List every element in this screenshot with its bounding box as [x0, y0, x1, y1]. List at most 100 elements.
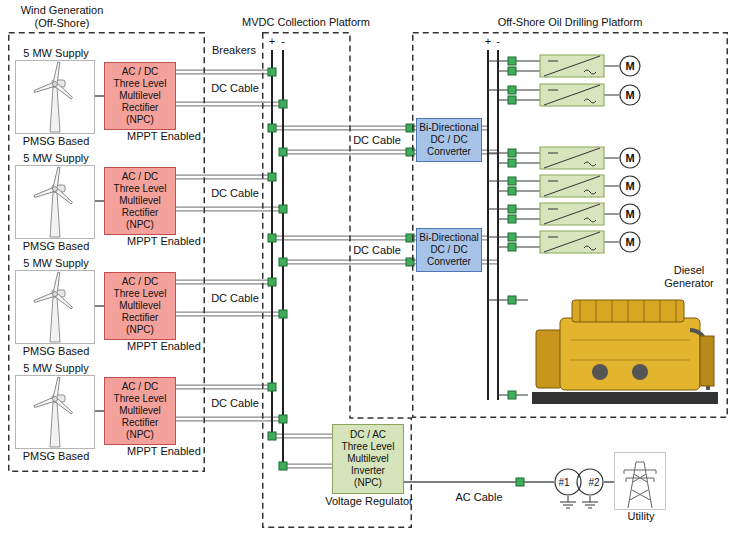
polarity-label: + — [266, 35, 278, 48]
cable-label: AC Cable — [453, 491, 504, 504]
motor-circle: M — [619, 147, 641, 169]
generator-type-label: PMSG Based — [10, 345, 102, 358]
breaker — [268, 383, 276, 391]
feature-label: MPPT Enabled — [127, 130, 201, 143]
breaker — [268, 278, 276, 286]
breaker — [268, 57, 516, 470]
connector-line — [404, 481, 554, 483]
converter-text: AC / DC Three Level Multilevel Rectifier… — [110, 381, 170, 441]
converter-text: AC / DC Three Level Multilevel Rectifier… — [110, 276, 170, 336]
polarity-label: + — [482, 35, 494, 48]
diesel-generator-illustration — [532, 300, 718, 404]
breaker — [508, 205, 516, 213]
diesel-generator-illustration — [532, 392, 718, 404]
converter-text: AC / DC Three Level Multilevel Rectifier… — [110, 171, 170, 231]
cable-label: DC Cable — [350, 244, 404, 257]
diesel-generator-illustration — [632, 364, 648, 380]
feature-label: MPPT Enabled — [127, 235, 201, 248]
diesel-generator-illustration — [572, 300, 684, 322]
cable-pair — [176, 72, 498, 466]
motor-circle: M — [619, 175, 641, 197]
rectifier-box: AC / DC Three Level Multilevel Rectifier… — [104, 62, 176, 130]
motor-label: M — [625, 89, 634, 102]
motor-drive-box — [540, 55, 604, 253]
breaker — [279, 310, 287, 318]
region-title: Wind Generation (Off-Shore) — [12, 4, 112, 30]
cable-pair — [176, 72, 498, 466]
wind-region: Wind Generation (Off-Shore)5 MW SupplyPM… — [8, 32, 205, 472]
breaker — [508, 391, 516, 399]
connector-line — [95, 200, 104, 202]
breaker — [279, 462, 287, 470]
supply-label: 5 MW Supply — [10, 257, 102, 270]
breaker — [268, 234, 276, 242]
diesel-generator-illustration — [560, 318, 700, 390]
generator-type-label: PMSG Based — [10, 450, 102, 463]
diesel-generator-illustration — [700, 336, 714, 386]
motor-circle: M — [619, 203, 641, 225]
breaker — [508, 187, 516, 195]
feature-label: MPPT Enabled — [127, 340, 201, 353]
oil-platform-region: Off-Shore Oil Drilling PlatformBi-Direct… — [412, 32, 728, 418]
breaker — [508, 96, 516, 104]
cable-label: DC Cable — [206, 82, 264, 95]
dc-bus-bar — [272, 50, 498, 466]
component-label: Utility — [605, 510, 677, 523]
region-title: Off-Shore Oil Drilling Platform — [412, 16, 728, 29]
transformer-number: #1 — [558, 476, 577, 489]
rectifier-box: AC / DC Three Level Multilevel Rectifier… — [104, 377, 176, 445]
diesel-generator-illustration — [592, 364, 608, 380]
cable-label: DC Cable — [206, 292, 264, 305]
function-label: Voltage Regulator — [323, 495, 415, 508]
transformer-winding: #2 — [576, 468, 604, 496]
breaker — [268, 432, 276, 440]
motor-circle: M — [619, 84, 641, 106]
breaker — [508, 215, 516, 223]
turbine-illustration — [34, 272, 73, 342]
rectifier-box: AC / DC Three Level Multilevel Rectifier… — [104, 167, 176, 235]
breaker — [279, 258, 287, 266]
dashed-boundary — [413, 33, 728, 418]
breaker — [279, 415, 287, 423]
region-outline — [412, 32, 728, 418]
connector-line — [95, 410, 104, 412]
cable-label: DC Cable — [206, 397, 264, 410]
diesel-generator-illustration — [570, 340, 690, 360]
motor-label: M — [625, 208, 634, 221]
motor-label: M — [625, 236, 634, 249]
breaker — [268, 173, 276, 181]
turbine-box: 5 MW SupplyPMSG Based — [15, 375, 95, 449]
connector-line — [604, 481, 614, 483]
breaker — [508, 243, 516, 251]
polarity-label: - — [277, 35, 289, 48]
turbine-illustration — [34, 167, 73, 237]
dc-ac-symbol — [544, 56, 600, 252]
turbine-box: 5 MW SupplyPMSG Based — [15, 270, 95, 344]
cable-pair — [176, 72, 498, 466]
breaker — [508, 233, 516, 241]
motor-circle: M — [619, 231, 641, 253]
breaker — [268, 124, 276, 132]
cable-label: DC Cable — [350, 134, 404, 147]
breaker — [508, 67, 516, 75]
supply-label: 5 MW Supply — [10, 47, 102, 60]
breaker — [279, 205, 287, 213]
converter-text: Bi-Directional DC / DC Converter — [419, 122, 479, 158]
generator-type-label: PMSG Based — [10, 135, 102, 148]
turbine-box: 5 MW SupplyPMSG Based — [15, 165, 95, 239]
turbine-illustration — [34, 62, 73, 447]
polarity-label: - — [492, 35, 504, 48]
breaker — [279, 100, 287, 108]
breaker — [508, 86, 516, 94]
breaker — [508, 159, 516, 167]
cable-label: DC Cable — [206, 187, 264, 200]
utility-box: Utility — [614, 452, 666, 510]
supply-label: 5 MW Supply — [10, 362, 102, 375]
diesel-generator-illustration — [580, 300, 676, 322]
diesel-generator-illustration — [536, 330, 562, 388]
connector-line — [95, 95, 104, 97]
region-title: MVDC Collection Platform — [226, 16, 386, 29]
motor-circle: M — [619, 55, 641, 77]
converter-text: AC / DC Three Level Multilevel Rectifier… — [110, 66, 170, 126]
transformer-winding: #1 — [554, 468, 582, 496]
